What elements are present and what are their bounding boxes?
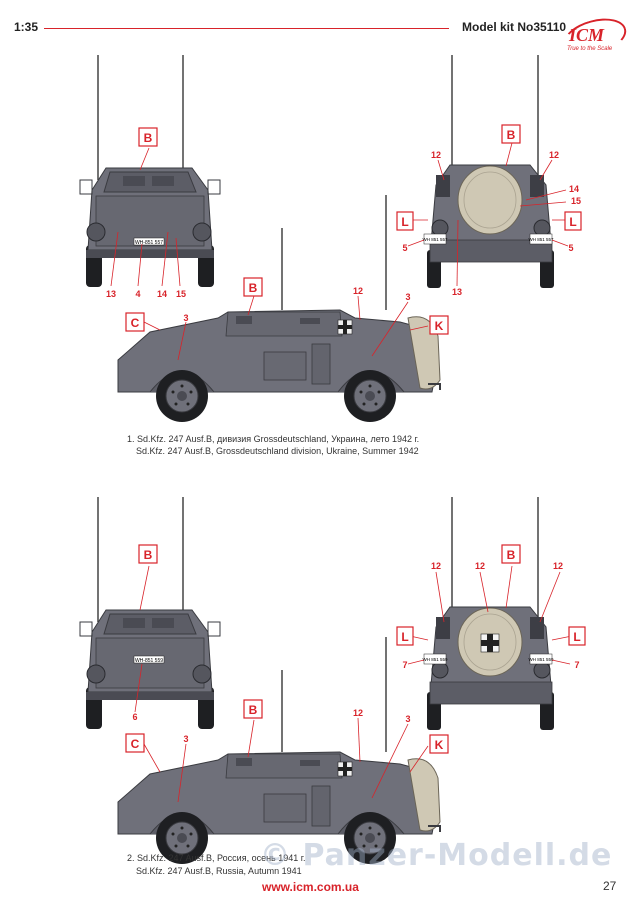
callout-b: B: [507, 128, 516, 142]
callout-6: 6: [132, 712, 137, 722]
callout-b: B: [144, 131, 153, 145]
page-number: 27: [603, 879, 617, 893]
callout-12: 12: [353, 708, 363, 718]
scheme-1-rear-plate-right: WH 851 557: [528, 237, 554, 242]
callout-7: 7: [402, 660, 407, 670]
callout-13: 13: [106, 289, 116, 299]
callout-c: C: [131, 737, 140, 751]
callout-b: B: [144, 548, 153, 562]
callout-l: L: [401, 630, 408, 644]
scheme-2-rear-plate-right: WH 851 559: [528, 657, 554, 662]
scheme-1-rear-plate-left: WH 851 557: [422, 237, 448, 242]
scheme-1-rear-view: [426, 54, 555, 289]
callout-12: 12: [549, 150, 559, 160]
callout-12: 12: [431, 561, 441, 571]
callout-3: 3: [183, 313, 188, 323]
callout-l: L: [401, 215, 408, 229]
callout-l: L: [573, 630, 580, 644]
callout-12: 12: [475, 561, 485, 571]
callout-3: 3: [405, 714, 410, 724]
scheme-1-caption-ru: 1. Sd.Kfz. 247 Ausf.B, дивизия Grossdeut…: [127, 434, 420, 444]
callout-b: B: [249, 703, 258, 717]
callout-3: 3: [183, 734, 188, 744]
callout-7: 7: [574, 660, 579, 670]
callout-15: 15: [176, 289, 186, 299]
callout-15: 15: [571, 196, 581, 206]
scale-label: 1:35: [14, 20, 39, 34]
website-link[interactable]: www.icm.com.ua: [262, 880, 359, 894]
kit-number: Model kit No35110: [462, 20, 567, 34]
scheme-2-rear-plate-left: WH 851 559: [422, 657, 448, 662]
callout-k: K: [435, 738, 444, 752]
scheme-2-front-view: [79, 496, 221, 730]
scheme-1-front-view: [79, 54, 221, 288]
scheme-1-front-plate: WH-851 557: [135, 240, 163, 246]
callout-12: 12: [353, 286, 363, 296]
header-rule: [44, 28, 449, 29]
scheme-2-caption-ru: 2. Sd.Kfz. 247 Ausf.B, Россия, осень 194…: [127, 853, 306, 863]
callout-14: 14: [157, 289, 167, 299]
callout-b: B: [507, 548, 516, 562]
callout-12: 12: [431, 150, 441, 160]
icm-logo: ICM True to the Scale: [559, 12, 631, 62]
callout-5: 5: [402, 243, 407, 253]
scheme-1-caption-en: Sd.Kfz. 247 Ausf.B, Grossdeutschland div…: [136, 446, 419, 456]
callout-14: 14: [569, 184, 579, 194]
callout-k: K: [435, 319, 444, 333]
callout-c: C: [131, 316, 140, 330]
callout-b: B: [249, 281, 258, 295]
callout-5: 5: [568, 243, 573, 253]
scheme-2-front-plate: WH-851 559: [135, 658, 163, 664]
callout-l: L: [569, 215, 576, 229]
scheme-2-rear-view: [426, 496, 555, 731]
callout-4: 4: [135, 289, 140, 299]
callout-12: 12: [553, 561, 563, 571]
callout-3: 3: [405, 292, 410, 302]
watermark: © Panzer-Modell.de: [260, 838, 613, 873]
scheme-2-caption-en: Sd.Kfz. 247 Ausf.B, Russia, Autumn 1941: [136, 866, 302, 876]
callout-13: 13: [452, 287, 462, 297]
